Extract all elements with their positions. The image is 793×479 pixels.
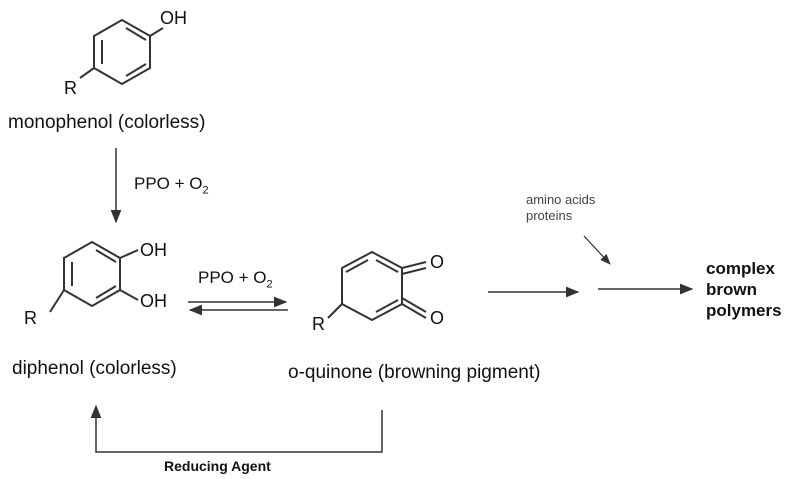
reduction-loop (90, 404, 383, 453)
polymers-line-2: brown (706, 280, 757, 299)
diphenol-oh-top-label: OH (140, 240, 167, 260)
monophenol-label: monophenol (colorless) (8, 112, 206, 133)
quinone-r-label: R (312, 314, 325, 334)
step2-reagent-main: PPO + O (198, 268, 267, 287)
diphenol-r-label: R (24, 308, 37, 328)
diphenol-label: diphenol (colorless) (12, 358, 177, 379)
side-input-amino-acids: amino acids (526, 192, 596, 207)
monophenol-structure (79, 18, 164, 86)
quinone-o-bottom-label: O (430, 308, 445, 328)
arrow-side-inputs (583, 235, 611, 265)
diphenol-structure (49, 240, 139, 313)
monophenol-r-label: R (64, 78, 77, 98)
quinone-structure (327, 250, 427, 322)
polymers-line-3: polymers (706, 301, 782, 320)
polymers-line-1: complex (706, 259, 775, 278)
polymers-label: complex brown polymers (706, 258, 782, 321)
monophenol-oh-label: OH (160, 8, 187, 28)
step1-reagent-sub: 2 (202, 184, 209, 197)
side-input-proteins: proteins (526, 208, 573, 223)
step2-reagent: PPO + O2 (198, 268, 273, 290)
reducing-agent-label: Reducing Agent (164, 458, 271, 474)
diphenol-oh-bottom-label: OH (140, 291, 167, 311)
quinone-o-top-label: O (430, 252, 445, 272)
side-inputs-label: amino acids proteins (526, 192, 595, 224)
step1-reagent-main: PPO + O (134, 174, 203, 193)
step2-reagent-sub: 2 (266, 278, 273, 291)
step1-reagent: PPO + O2 (134, 174, 209, 196)
quinone-label: o-quinone (browning pigment) (288, 362, 541, 383)
